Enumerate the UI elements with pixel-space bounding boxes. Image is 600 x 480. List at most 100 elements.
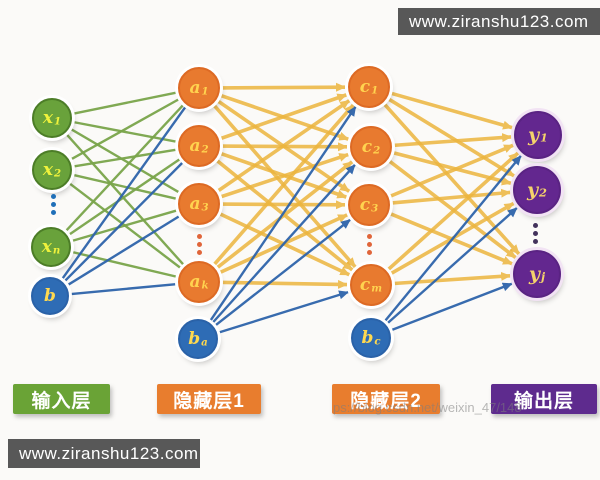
layer-label-hidden2: 隐藏层2 [332,384,440,414]
node-label-base: a [189,193,201,214]
node-label-subscript: 1 [371,84,379,97]
dot [197,234,202,239]
node-label-subscript: 2 [539,185,547,200]
edge-bias-b-to-hidden1 [66,282,181,296]
node-label-base: x [41,236,52,257]
dot [367,242,372,247]
dot [533,223,538,228]
edge-input-to-hidden1 [62,101,187,235]
node-label-base: x [42,107,54,128]
node-label-base: a [189,271,201,292]
edge-bias-b-to-hidden1 [63,212,184,289]
node-label-base: b [44,285,56,306]
edge-input-to-hidden1 [69,90,181,116]
edge-bias-b-to-hidden1 [61,158,187,285]
edge-bias-ba-to-hidden2 [209,164,356,327]
edge-input-to-hidden1 [67,96,183,163]
edge-hidden2-to-output [384,95,515,178]
ellipsis-dots-hidden1 [197,234,202,255]
edge-input-to-hidden1 [67,208,182,244]
dot [197,242,202,247]
edge-hidden1-to-hidden2 [217,279,349,289]
node-label-base: b [361,327,374,348]
edge-input-to-hidden1 [65,155,184,238]
edge-hidden1-to-hidden2 [210,103,355,269]
dot [197,250,202,255]
layer-label-output: 输出层 [491,384,597,414]
dot [51,210,56,215]
node-label-subscript: 1 [54,115,62,128]
edge-bias-ba-to-hidden2 [214,290,350,335]
edge-hidden1-to-hidden2 [217,82,347,92]
watermark-bar-top: www.ziranshu123.com [398,8,600,35]
layer-label-input: 输入层 [13,384,110,414]
dot [533,239,538,244]
edge-hidden2-to-output [380,99,521,256]
edge-hidden2-to-output [387,188,512,206]
node-label-subscript: a [201,336,208,349]
node-label-subscript: c [374,335,381,348]
edge-bias-ba-to-hidden2 [207,106,357,325]
node-label-subscript: 3 [371,202,379,215]
edge-bias-bc-to-output [387,282,513,333]
dot [367,250,372,255]
node-label-subscript: 2 [373,144,381,157]
node-label-base: y [528,262,540,285]
ellipsis-dots-hidden2 [367,234,372,255]
node-label-subscript: 1 [540,130,548,145]
watermark-top-text: www.ziranshu123.com [409,11,589,31]
dot [367,234,372,239]
edge-hidden2-to-output [389,271,512,286]
edge-hidden2-to-output [383,151,520,274]
dot [533,231,538,236]
edge-hidden1-to-hidden2 [216,93,348,142]
node-label-base: a [189,135,201,156]
edge-bias-bc-to-output [383,207,518,327]
node-label-base: c [359,274,371,295]
node-label-subscript: j [540,269,546,284]
node-label-subscript: m [371,282,383,295]
node-b: b [31,277,69,315]
edge-input-to-hidden1 [66,126,184,196]
node-label-base: b [188,328,201,349]
edge-hidden2-to-output [385,143,514,200]
node-label-subscript: n [52,244,61,257]
edge-hidden1-to-hidden2 [217,200,347,210]
node-label-base: y [527,178,539,201]
node-label-base: y [528,123,540,146]
node-label-subscript: 3 [201,201,209,214]
node-label-subscript: 2 [201,143,209,156]
edge-input-to-hidden1 [69,147,181,169]
ellipsis-dots-output [533,223,538,244]
dot [51,194,56,199]
watermark-bottom-text: www.ziranshu123.com [19,443,199,463]
dot [51,202,56,207]
node-label-base: c [361,136,373,157]
edge-hidden1-to-hidden2 [212,160,354,272]
node-label-subscript: 1 [201,85,209,98]
ellipsis-dots-input [51,194,56,215]
node-label-base: c [359,194,371,215]
layer-label-hidden1: 隐藏层1 [157,384,261,414]
edge-input-to-hidden1 [63,130,188,269]
edge-bias-bc-to-output [381,155,522,325]
edge-input-to-hidden1 [69,172,181,201]
edge-hidden2-to-output [386,90,513,130]
edge-hidden1-to-hidden2 [216,150,348,199]
